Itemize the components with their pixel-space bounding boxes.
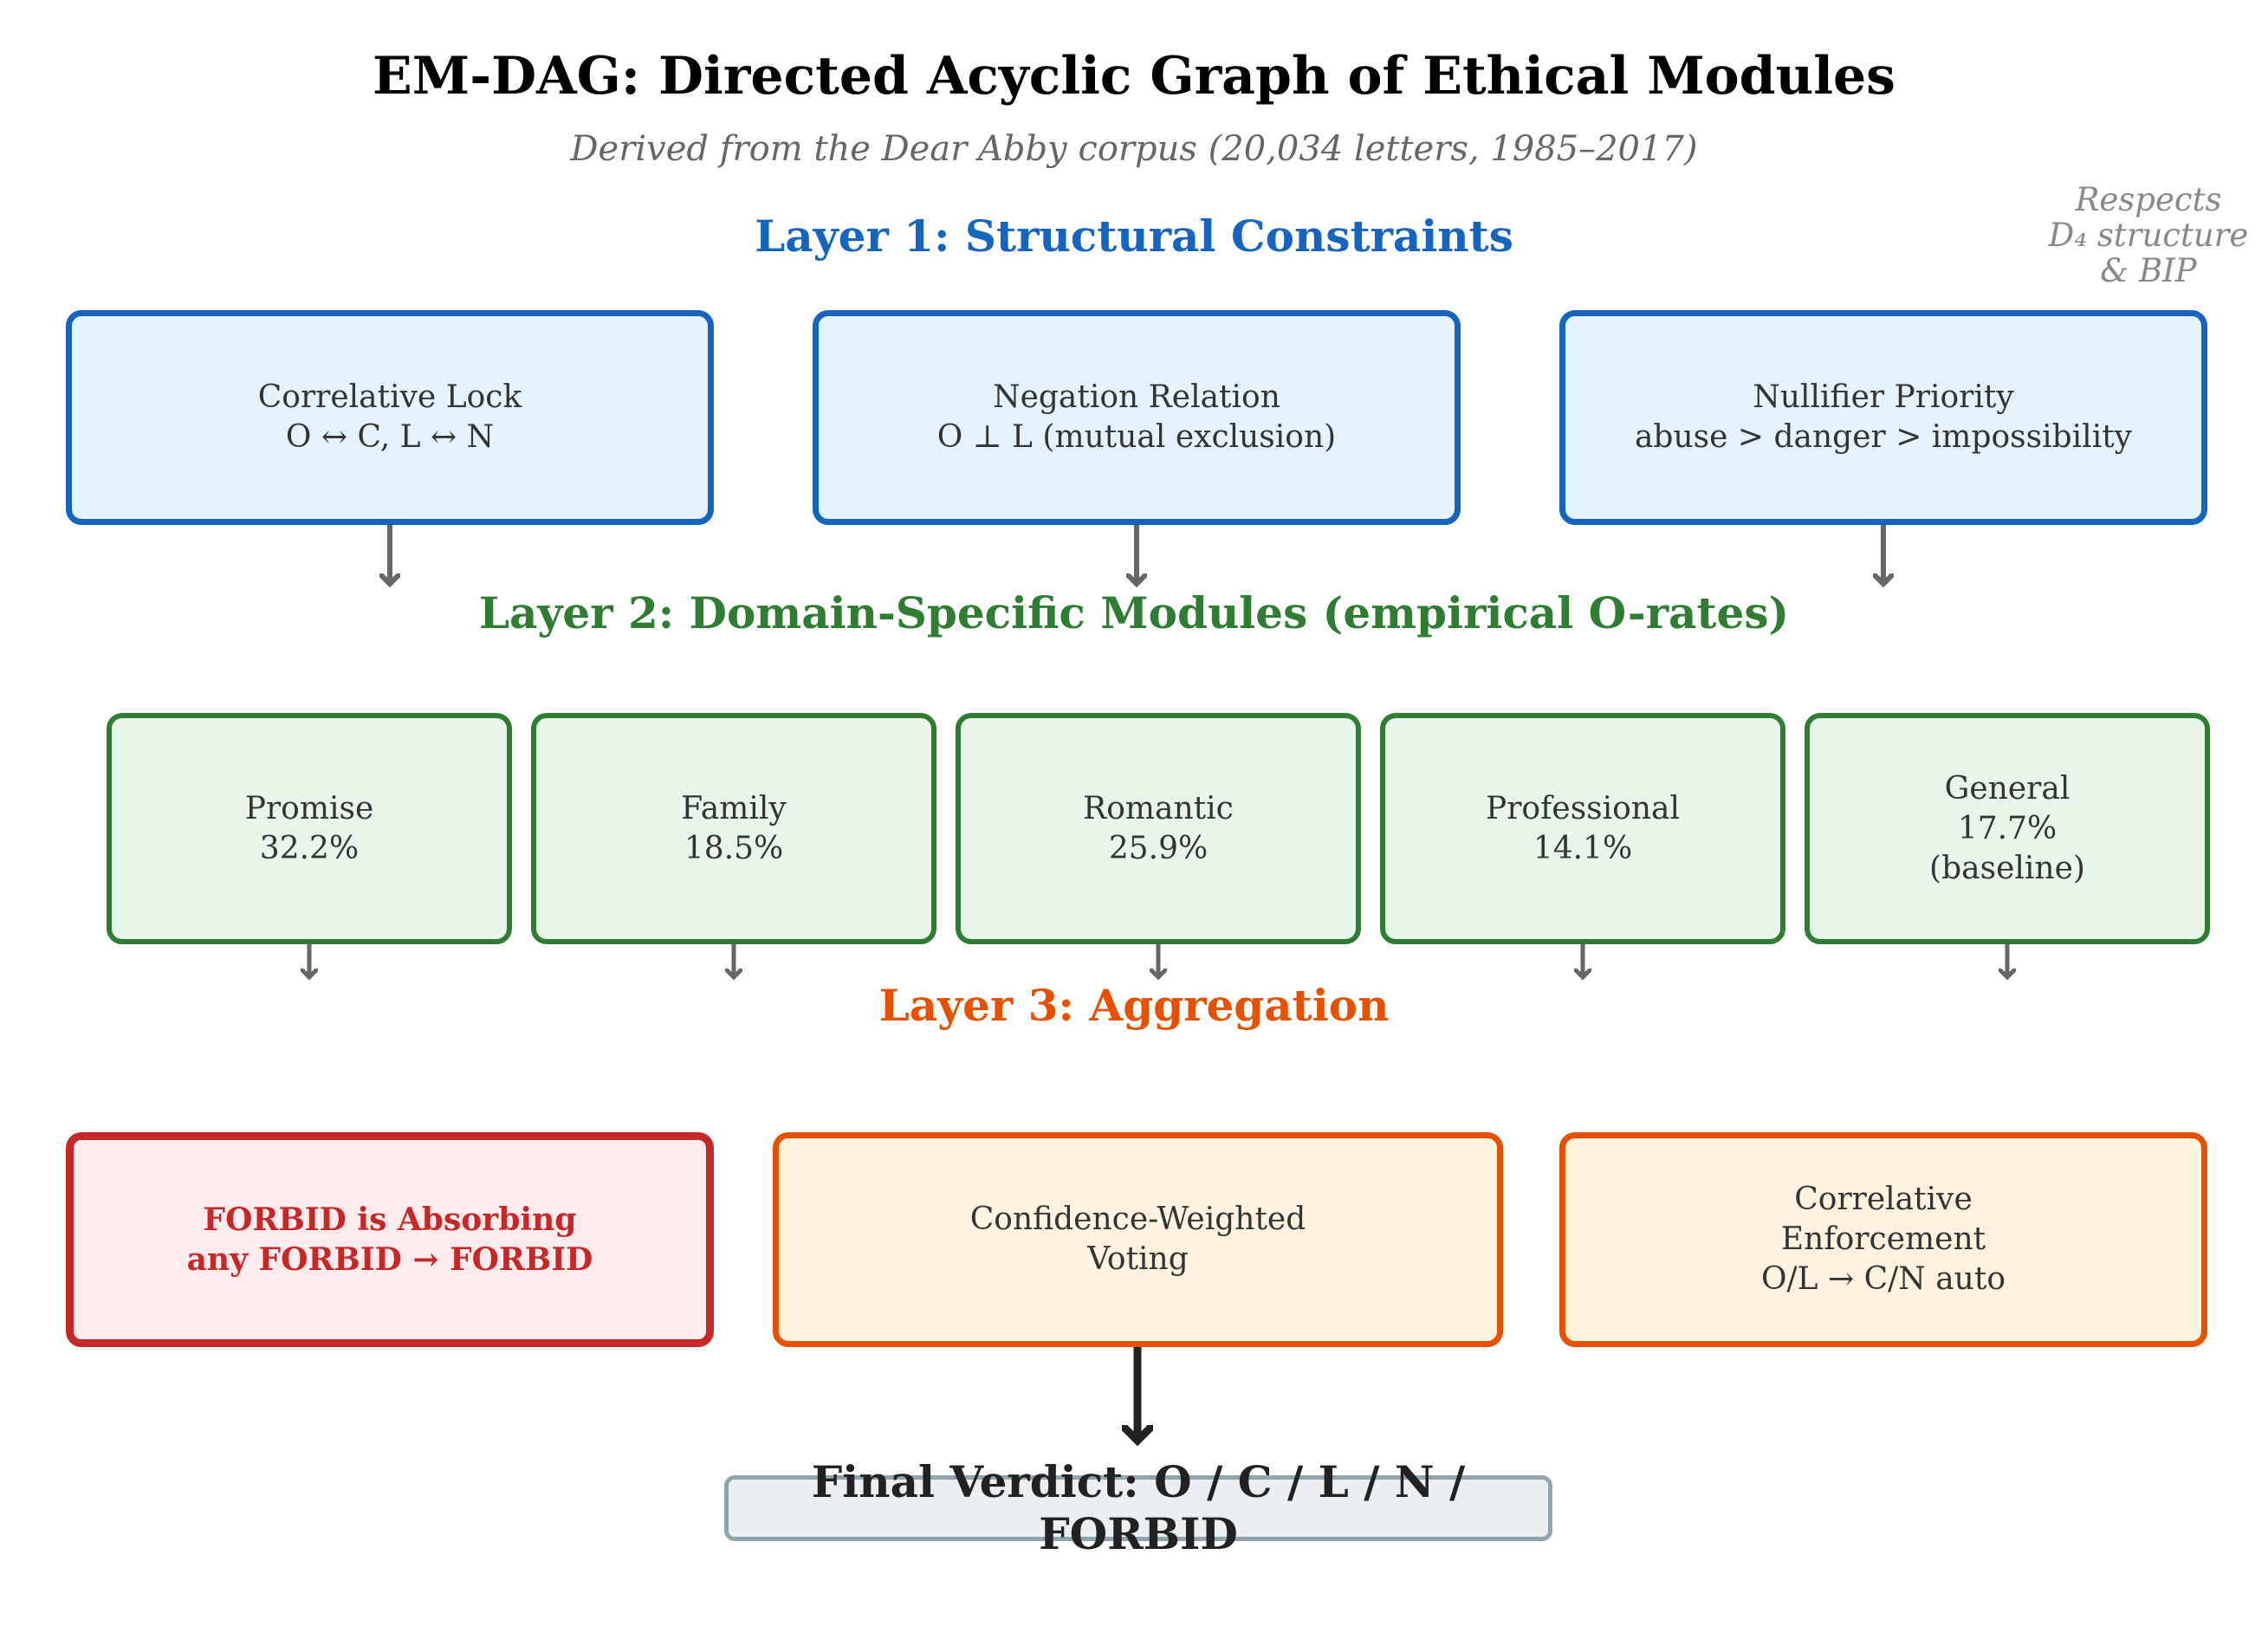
family-module-text: Family 18.5% — [681, 790, 787, 866]
professional-module-box: Professional 14.1% — [1380, 713, 1785, 944]
nullifier-priority-box: Nullifier Priority abuse > danger > impo… — [1559, 310, 2207, 525]
romantic-module-box: Romantic 25.9% — [956, 713, 1361, 944]
correlative-enforcement-text: Correlative Enforcement O/L → C/N auto — [1760, 1182, 2006, 1297]
promise-module-text: Promise 32.2% — [244, 790, 374, 866]
romantic-module-text: Romantic 25.9% — [1083, 790, 1234, 866]
forbid-absorbing-box: FORBID is Absorbing any FORBID → FORBID — [66, 1132, 714, 1347]
correlative-lock-box: Correlative Lock O ↔ C, L ↔ N — [66, 310, 714, 525]
final-verdict-text: Final Verdict: O / C / L / N / FORBID — [811, 1456, 1466, 1559]
correlative-enforcement-box: Correlative Enforcement O/L → C/N auto — [1559, 1132, 2207, 1347]
nullifier-priority-text: Nullifier Priority abuse > danger > impo… — [1634, 379, 2133, 455]
layer1-title: Layer 1: Structural Constraints — [755, 211, 1513, 262]
side-note: Respects D₄ structure & BIP — [2048, 181, 2249, 289]
general-module-text: General 17.7% (baseline) — [1929, 770, 2085, 886]
correlative-lock-text: Correlative Lock O ↔ C, L ↔ N — [257, 379, 522, 455]
negation-relation-text: Negation Relation O ⊥ L (mutual exclusio… — [936, 379, 1337, 455]
forbid-absorbing-text: FORBID is Absorbing any FORBID → FORBID — [186, 1202, 593, 1278]
diagram-subtitle: Derived from the Dear Abby corpus (20,03… — [570, 129, 1698, 169]
layer3-title: Layer 3: Aggregation — [878, 980, 1390, 1031]
general-module-box: General 17.7% (baseline) — [1805, 713, 2210, 944]
professional-module-text: Professional 14.1% — [1485, 790, 1681, 866]
promise-module-box: Promise 32.2% — [107, 713, 512, 944]
confidence-voting-box: Confidence-Weighted Voting — [773, 1132, 1503, 1347]
layer2-title: Layer 2: Domain-Specific Modules (empiri… — [478, 587, 1790, 638]
final-verdict-box: Final Verdict: O / C / L / N / FORBID — [724, 1456, 1552, 1559]
diagram-title: EM-DAG: Directed Acyclic Graph of Ethica… — [373, 46, 1895, 107]
confidence-voting-text: Confidence-Weighted Voting — [969, 1202, 1306, 1277]
family-module-box: Family 18.5% — [531, 713, 936, 944]
negation-relation-box: Negation Relation O ⊥ L (mutual exclusio… — [813, 310, 1461, 525]
